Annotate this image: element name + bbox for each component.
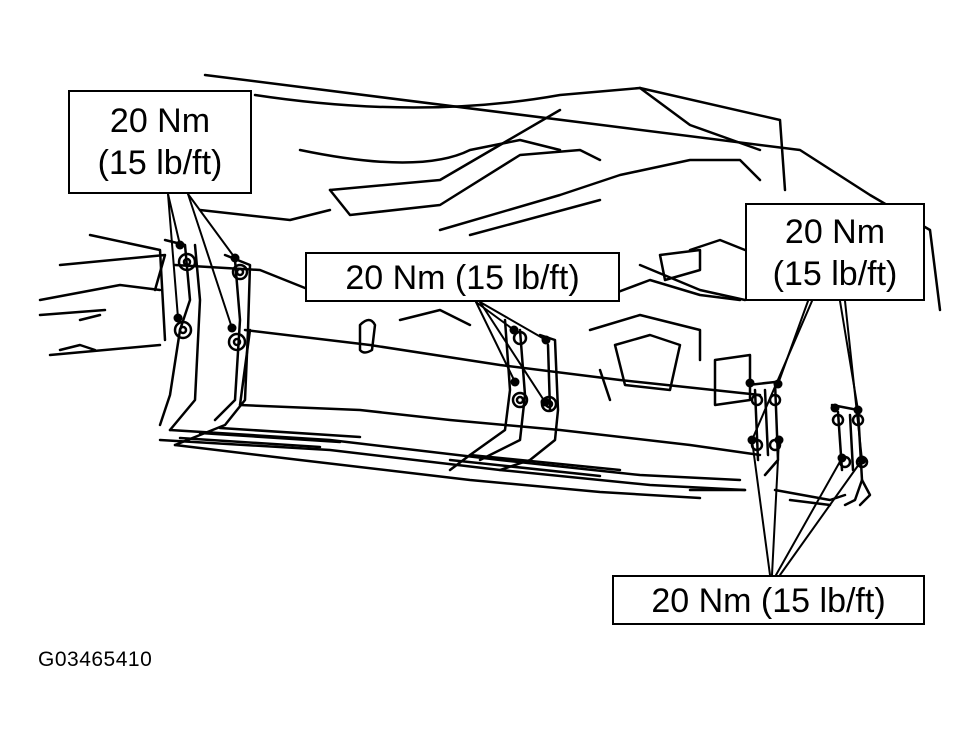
right-brackets: [746, 380, 872, 507]
center-bracket: [448, 318, 560, 472]
torque-callout-center: 20 Nm (15 lb/ft): [305, 252, 620, 302]
torque-value: 20 Nm: [784, 213, 886, 251]
torque-imperial: (15 lb/ft): [97, 144, 223, 182]
torque-value: 20 Nm (15 lb/ft): [345, 259, 580, 297]
torque-value: 20 Nm: [109, 102, 211, 140]
torque-callout-right: 20 Nm (15 lb/ft): [745, 203, 925, 301]
figure-code: G03465410: [38, 648, 153, 671]
leader-lines: [167, 193, 863, 576]
rocker-box: [173, 263, 762, 457]
left-frame-rail: [38, 233, 167, 357]
running-board: [158, 426, 847, 507]
torque-imperial: (15 lb/ft): [772, 255, 898, 293]
torque-callout-top-left: 20 Nm (15 lb/ft): [68, 90, 252, 194]
torque-value: 20 Nm (15 lb/ft): [651, 582, 886, 620]
torque-callout-bottom: 20 Nm (15 lb/ft): [612, 575, 925, 625]
body-panels: [198, 73, 942, 312]
